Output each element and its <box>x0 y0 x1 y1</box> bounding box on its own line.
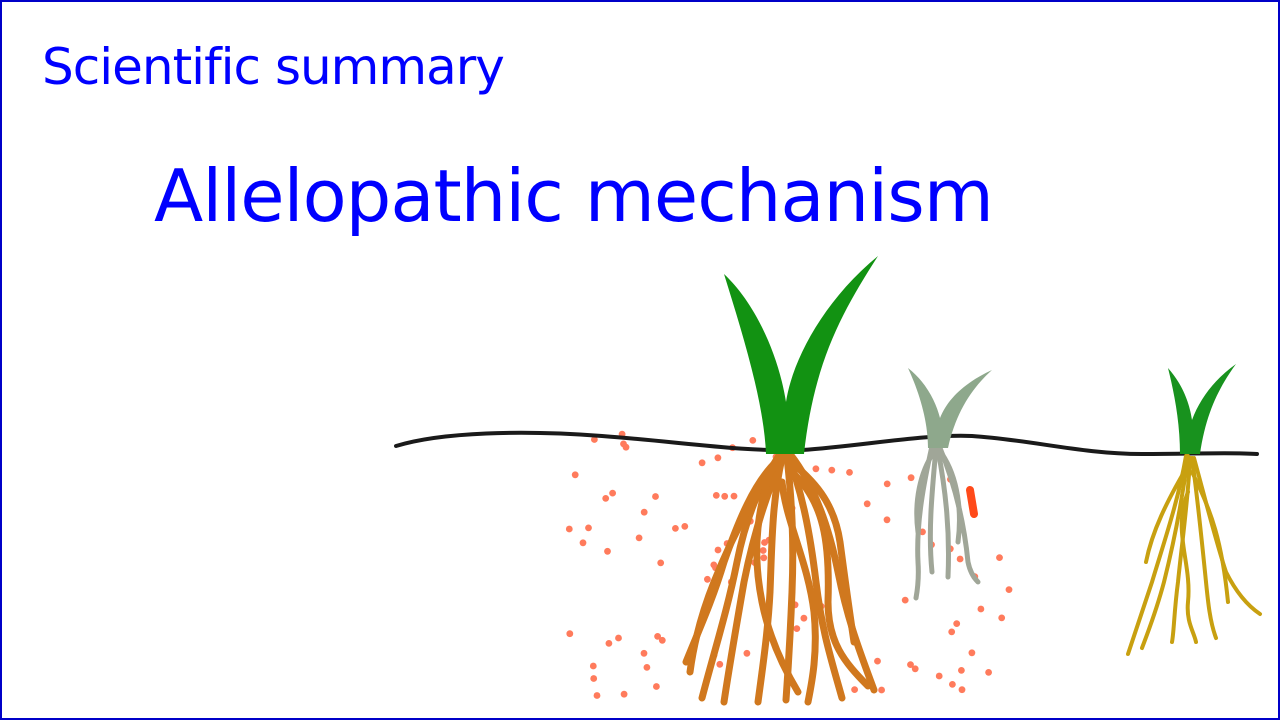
allelochemical-dot <box>759 547 767 554</box>
allelochemical-dot <box>710 561 718 569</box>
allelochemical-dot <box>958 667 965 674</box>
slide-title: Allelopathic mechanism <box>154 154 994 238</box>
section-label: Scientific summary <box>42 38 505 96</box>
allelochemical-dot <box>615 634 622 642</box>
allelochemical-dot <box>698 459 706 467</box>
allelochemical-dot <box>730 492 738 500</box>
allelochemical-dot <box>800 614 808 622</box>
allelochemical-dot <box>609 489 616 497</box>
allelochemical-dot <box>566 630 574 638</box>
allelochemical-dot <box>672 525 679 532</box>
allelochemical-dot <box>714 454 722 462</box>
allelochemical-dot <box>714 546 722 554</box>
allelochemical-dot <box>878 686 885 694</box>
inhibited-plant-leaves <box>908 368 992 448</box>
allelochemical-dot <box>721 492 729 500</box>
allelochemical-dot <box>653 683 660 690</box>
allelochemical-dot <box>743 649 751 657</box>
allelochemical-dot <box>948 628 956 636</box>
allelochemical-dot <box>828 466 836 474</box>
allelochemical-dot <box>620 440 627 448</box>
allelochemical-dot <box>571 471 579 479</box>
neighbor-plant-roots <box>1126 454 1262 656</box>
allelochemical-dot <box>716 660 724 668</box>
allelochemical-dot <box>996 554 1003 561</box>
soil-surface-line <box>394 430 1259 457</box>
allelochemical-dot <box>968 649 976 657</box>
allelochemical-dot <box>712 492 720 499</box>
allelochemical-dot <box>640 649 648 657</box>
allelochemical-dot <box>605 640 613 647</box>
allelochemical-dot <box>958 686 966 694</box>
allelochemical-dot <box>956 555 964 563</box>
allelochemical-dot <box>760 554 768 562</box>
allelochemical-dot <box>851 686 858 693</box>
allelochemical-dot <box>585 524 592 532</box>
allelochemical-dot <box>602 495 610 502</box>
allelochemical-dot <box>620 690 628 698</box>
allelochemical-dot <box>883 480 891 488</box>
allelochemical-dot <box>953 620 961 627</box>
allelochemical-dot <box>635 534 643 542</box>
allelochemical-dot <box>658 636 666 644</box>
allelochemical-dot <box>749 437 757 444</box>
allelochemical-dot <box>935 672 943 680</box>
allelochemical-dot <box>985 669 992 676</box>
allelochemical-dot <box>640 508 648 516</box>
allelochemical-dot <box>907 474 915 482</box>
allelochemical-dot <box>579 539 587 547</box>
allelochemical-dot <box>643 664 651 671</box>
allelochemical-dot <box>593 692 601 699</box>
allelochemical-dot <box>654 633 661 640</box>
allelochemical-dot <box>977 605 985 613</box>
allelochemical-accent-mark <box>966 486 978 518</box>
allelochemical-dot <box>681 523 689 530</box>
allelochemical-dot <box>907 661 914 668</box>
allelochemical-dot <box>652 493 659 500</box>
allelochemical-dot <box>949 681 956 688</box>
donor-plant-leaves <box>724 256 878 454</box>
allelochemical-dot <box>812 465 820 473</box>
donor-plant-roots <box>682 450 878 706</box>
allelochemical-dot <box>874 657 881 665</box>
allelochemical-dot <box>793 625 801 632</box>
allelochemical-dot <box>589 662 597 670</box>
allelochemical-dot <box>846 469 853 476</box>
allelochemical-dot <box>863 500 871 508</box>
allelochemical-dot <box>604 547 611 555</box>
allelochemical-dot <box>998 614 1006 622</box>
allelochemical-dot <box>883 516 891 524</box>
allelochemical-dot <box>657 559 665 567</box>
allelochemical-dot <box>901 596 909 604</box>
inhibited-plant-roots <box>913 443 981 601</box>
allelochemical-dot <box>565 525 573 533</box>
allelochemical-dot <box>911 665 919 673</box>
allelochemical-dot <box>591 436 598 443</box>
allelochemical-dot <box>590 675 598 682</box>
neighbor-plant-leaves <box>1168 364 1236 454</box>
allelochemical-dot <box>1005 586 1013 593</box>
allelochemical-dot <box>704 575 711 583</box>
